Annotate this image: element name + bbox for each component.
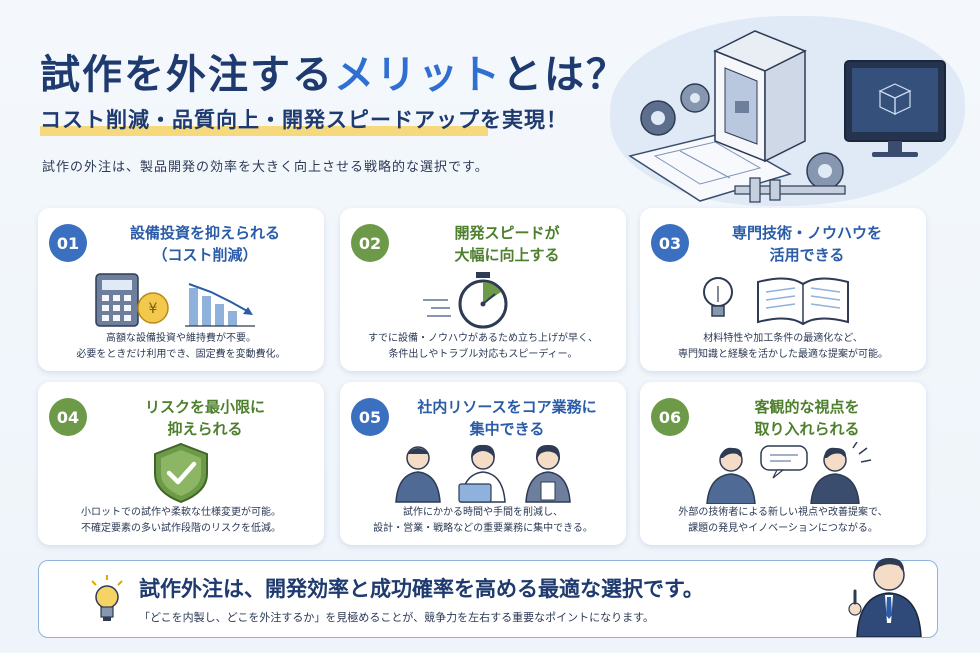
card-title: 設備投資を抑えられる （コスト削減） [96,222,314,266]
card-title: 客観的な視点を 取り入れられる [698,396,916,440]
person-icon [395,446,441,503]
card-title: 開発スピードが 大幅に向上する [398,222,616,266]
card-title-line: 抑えられる [167,420,243,438]
card-number-badge: 05 [351,398,389,436]
card-body-line: 材料特性や加工条件の最適化など、 [703,333,863,344]
hero-illustration [600,6,970,216]
title-part-2: とは？ [502,52,628,98]
person-icon [525,444,571,503]
card-04: 04 リスクを最小限に 抑えられる 小ロットでの試作や柔軟な仕様変更が可能。 不… [38,382,324,545]
3d-printer-icon [713,30,807,163]
banner-title: 試作外注は、開発効率と成功確率を高める最適な選択です。 [139,577,704,601]
card-body: 小ロットでの試作や柔軟な仕様変更が可能。 不確定要素の多い試作段階のリスクを低減… [44,505,318,537]
card-05: 05 社内リソースをコア業務に 集中できる [340,382,626,545]
card-02: 02 開発スピードが 大幅に向上する すでに設備・ノウハウがあるため立ち上げが早… [340,208,626,371]
card-body: 外部の技術者による新しい視点や改善提案で、 課題の発見やイノベーションにつながる… [646,505,920,537]
speech-bubble-icon [760,445,808,479]
card-title-line: 開発スピードが [454,224,560,242]
card-body: すでに設備・ノウハウがあるため立ち上げが早く、 条件出しやトラブル対応もスピーデ… [346,331,620,363]
subtitle-highlight [40,126,488,136]
card-title-line: 客観的な視点を [754,398,860,416]
lead-text: 試作の外注は、製品開発の効率を大きく向上させる戦略的な選択です。 [42,160,489,175]
card-03: 03 専門技術・ノウハウを 活用できる 材料特性や加工条件の最適化など、 専門知… [640,208,926,371]
shield-check-icon [38,442,324,504]
lightbulb-icon [91,575,123,621]
monitor-icon [844,60,946,157]
card-title-line: 設備投資を抑えられる [129,224,280,242]
person-icon [458,444,506,503]
card-body-line: 課題の発見やイノベーションにつながる。 [688,523,878,534]
card-body: 材料特性や加工条件の最適化など、 専門知識と経験を活かした最適な提案が可能。 [646,331,920,363]
card-body-line: 小ロットでの試作や柔軟な仕様変更が可能。 [81,507,281,518]
card-title-line: 取り入れられる [754,420,860,438]
businessman-icon [848,557,922,637]
card-body-line: 試作にかかる時間や手間を削減し、 [403,507,563,518]
card-body: 高額な設備投資や維持費が不要。 必要をときだけ利用でき、固定費を変動費化。 [44,331,318,363]
card-body-line: 不確定要素の多い試作段階のリスクを低減。 [81,523,281,534]
card-body-line: 設計・営業・戦略などの重要業務に集中できる。 [373,523,593,534]
team-people-icon [340,442,626,504]
person-icon [706,447,756,504]
person-icon [810,447,860,504]
card-number-badge: 02 [351,224,389,262]
card-number-badge: 01 [49,224,87,262]
caliper-icon [734,177,846,203]
conclusion-banner: 試作外注は、開発効率と成功確率を高める最適な選択です。 「どこを内製し、どこを外… [38,557,938,638]
card-title-line: 大幅に向上する [454,246,560,264]
card-title-line: リスクを最小限に [144,398,265,416]
conversation-icon [640,442,926,504]
card-06: 06 客観的な視点を 取り入れられる [640,382,926,545]
subtitle: コスト削減・品質向上・開発スピードアップを実現！ [40,108,568,132]
gear-icon [640,83,844,190]
calculator-coin-chart-icon: ¥ [38,268,324,330]
svg-text:¥: ¥ [149,301,158,317]
card-body-line: すでに設備・ノウハウがあるため立ち上げが早く、 [367,333,599,344]
card-body-line: 専門知識と経験を活かした最適な提案が可能。 [678,349,888,360]
card-body-line: 条件出しやトラブル対応もスピーディー。 [388,349,578,360]
card-number-badge: 03 [651,224,689,262]
card-01: 01 設備投資を抑えられる （コスト削減） ¥ [38,208,324,371]
card-title: 専門技術・ノウハウを 活用できる [698,222,916,266]
card-title-line: 集中できる [469,420,545,438]
stopwatch-icon [340,268,626,330]
card-number-badge: 06 [651,398,689,436]
card-title-line: 社内リソースをコア業務に [417,398,597,416]
subtitle-block: コスト削減・品質向上・開発スピードアップを実現！ [40,104,568,136]
title-accent: メリット [334,52,502,98]
card-body: 試作にかかる時間や手間を削減し、 設計・営業・戦略などの重要業務に集中できる。 [346,505,620,537]
card-title: リスクを最小限に 抑えられる [96,396,314,440]
card-number-badge: 04 [49,398,87,436]
card-body-line: 外部の技術者による新しい視点や改善提案で、 [678,507,888,518]
card-body-line: 必要をときだけ利用でき、固定費を変動費化。 [76,349,286,360]
title-part-1: 試作を外注する [40,52,334,98]
card-title-line: 活用できる [769,246,845,264]
page-title: 試作を外注するメリットとは？ [40,42,628,100]
banner-subtitle: 「どこを内製し、どこを外注するか」を見極めることが、競争力を左右する重要なポイン… [139,611,655,624]
lightbulb-book-icon [640,268,926,330]
card-title-line: （コスト削減） [152,246,258,264]
card-body-line: 高額な設備投資や維持費が不要。 [106,333,256,344]
card-title: 社内リソースをコア業務に 集中できる [398,396,616,440]
card-title-line: 専門技術・ノウハウを [731,224,882,242]
